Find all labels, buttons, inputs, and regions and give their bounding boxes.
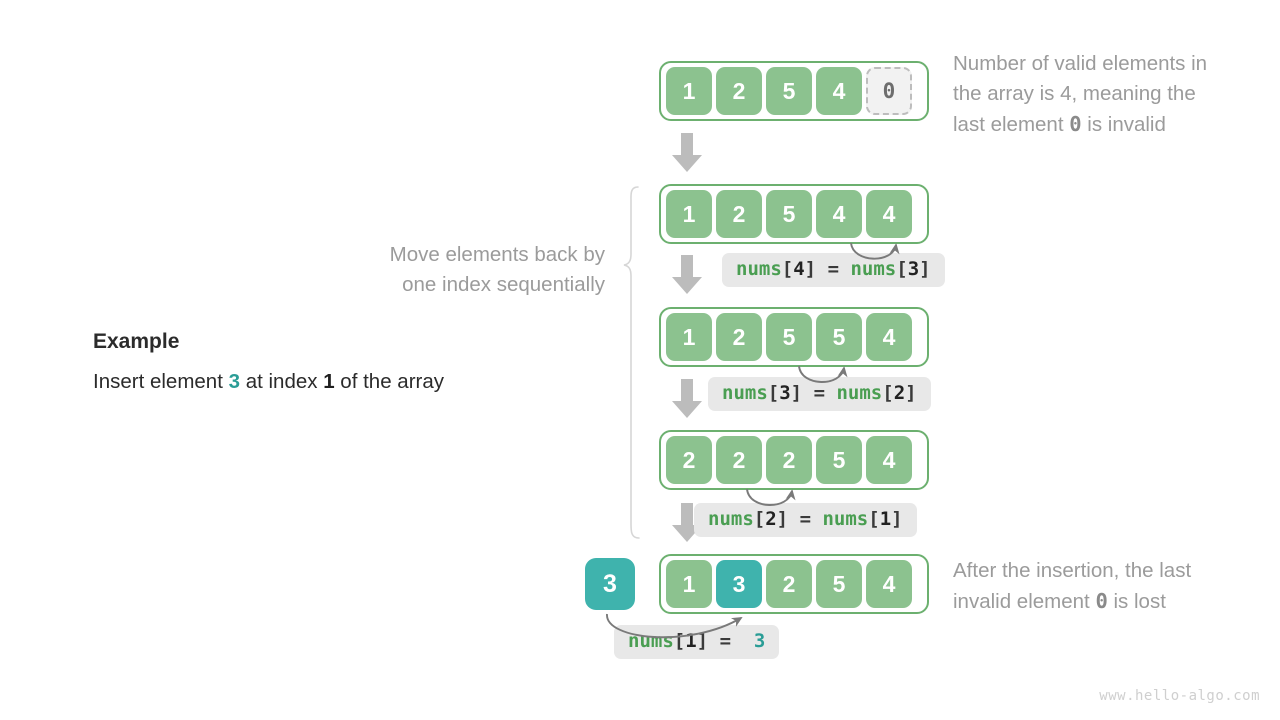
array-row-shift-4: 1 2 5 4 4 [659,184,929,244]
array-cell[interactable]: 4 [816,67,862,115]
array-cell[interactable]: 4 [816,190,862,238]
array-cell[interactable]: 5 [766,67,812,115]
code-lhs-identifier: nums [708,508,754,530]
code-operator: = [813,382,826,404]
annotation-top-line2: the array is 4, meaning the [953,82,1196,105]
code-lhs-index: 3 [779,382,791,404]
code-lhs-index: 2 [765,508,777,530]
code-label-nums1-value: nums[1] = 3 [614,625,780,659]
annotation-bottom-line1: After the insertion, the last [953,559,1192,582]
code-rhs-index: 1 [879,508,892,530]
down-arrow-icon [671,379,703,419]
code-label-nums2-nums1: nums[2] = nums[1] [694,503,917,537]
annotation-bottom-line2-prefix: invalid element [953,590,1096,613]
array-cell[interactable]: 2 [766,436,812,484]
code-operator: = [827,258,840,280]
array-cell[interactable]: 2 [766,560,812,608]
annotation-bottom-line2-suffix: is lost [1107,590,1166,613]
annotation-bottom-line2-value: 0 [1095,589,1108,613]
example-prefix: Insert element [93,370,229,393]
array-cell[interactable]: 1 [666,313,712,361]
annotation-top-line3-prefix: last element [953,113,1070,136]
inserted-element-cell[interactable]: 3 [585,558,635,610]
code-label-nums4-nums3: nums[4] = nums[3] [722,253,945,287]
code-rhs-identifier: nums [836,382,883,404]
array-cell-inserted[interactable]: 3 [716,560,762,608]
annotation-top-line3-suffix: is invalid [1081,113,1166,136]
array-cell[interactable]: 5 [766,313,812,361]
example-suffix: of the array [334,370,444,393]
array-cell[interactable]: 2 [716,436,762,484]
example-index: 1 [323,370,335,393]
array-cell-invalid[interactable]: 0 [866,67,912,115]
code-lhs-identifier: nums [722,382,768,404]
example-value: 3 [228,370,240,393]
array-row-shift-2: 2 2 2 5 4 [659,430,929,490]
annotation-top-line3-value: 0 [1069,112,1082,136]
down-arrow-icon [671,255,703,295]
annotation-bottom: After the insertion, the last invalid el… [953,556,1263,617]
array-cell[interactable]: 5 [816,560,862,608]
array-cell[interactable]: 4 [866,313,912,361]
code-rhs-index: 2 [893,382,906,404]
code-operator: = [719,630,732,652]
code-lhs-index: 1 [685,630,697,652]
annotation-top: Number of valid elements in the array is… [953,49,1263,140]
example-heading: Example [93,330,180,353]
array-cell[interactable]: 2 [716,313,762,361]
array-cell[interactable]: 5 [816,436,862,484]
array-cell[interactable]: 1 [666,560,712,608]
code-label-nums3-nums2: nums[3] = nums[2] [708,377,931,411]
array-cell[interactable]: 4 [866,190,912,238]
array-row-final: 1 3 2 5 4 [659,554,929,614]
array-cell[interactable]: 4 [866,436,912,484]
code-operator: = [799,508,812,530]
example-description: Insert element 3 at index 1 of the array [93,370,444,394]
down-arrow-icon [671,133,703,173]
left-note-line2: one index sequentially [402,273,605,296]
code-lhs-identifier: nums [736,258,782,280]
array-cell[interactable]: 5 [766,190,812,238]
array-cell[interactable]: 1 [666,190,712,238]
array-cell[interactable]: 2 [716,190,762,238]
array-cell[interactable]: 2 [666,436,712,484]
watermark: www.hello-algo.com [1099,688,1260,704]
code-rhs-identifier: nums [850,258,897,280]
array-cell[interactable]: 5 [816,313,862,361]
code-rhs-value: 3 [753,630,766,652]
left-note: Move elements back by one index sequenti… [300,240,605,300]
code-rhs-index: 3 [907,258,920,280]
annotation-top-line1: Number of valid elements in [953,52,1208,75]
code-rhs-identifier: nums [822,508,869,530]
array-row-initial: 1 2 5 4 0 [659,61,929,121]
code-lhs-identifier: nums [628,630,674,652]
left-note-line1: Move elements back by [389,243,605,266]
grouping-brace-icon [623,186,640,539]
array-row-shift-3: 1 2 5 5 4 [659,307,929,367]
array-cell[interactable]: 1 [666,67,712,115]
array-cell[interactable]: 2 [716,67,762,115]
example-middle: at index [240,370,324,393]
code-lhs-index: 4 [793,258,805,280]
array-cell[interactable]: 4 [866,560,912,608]
